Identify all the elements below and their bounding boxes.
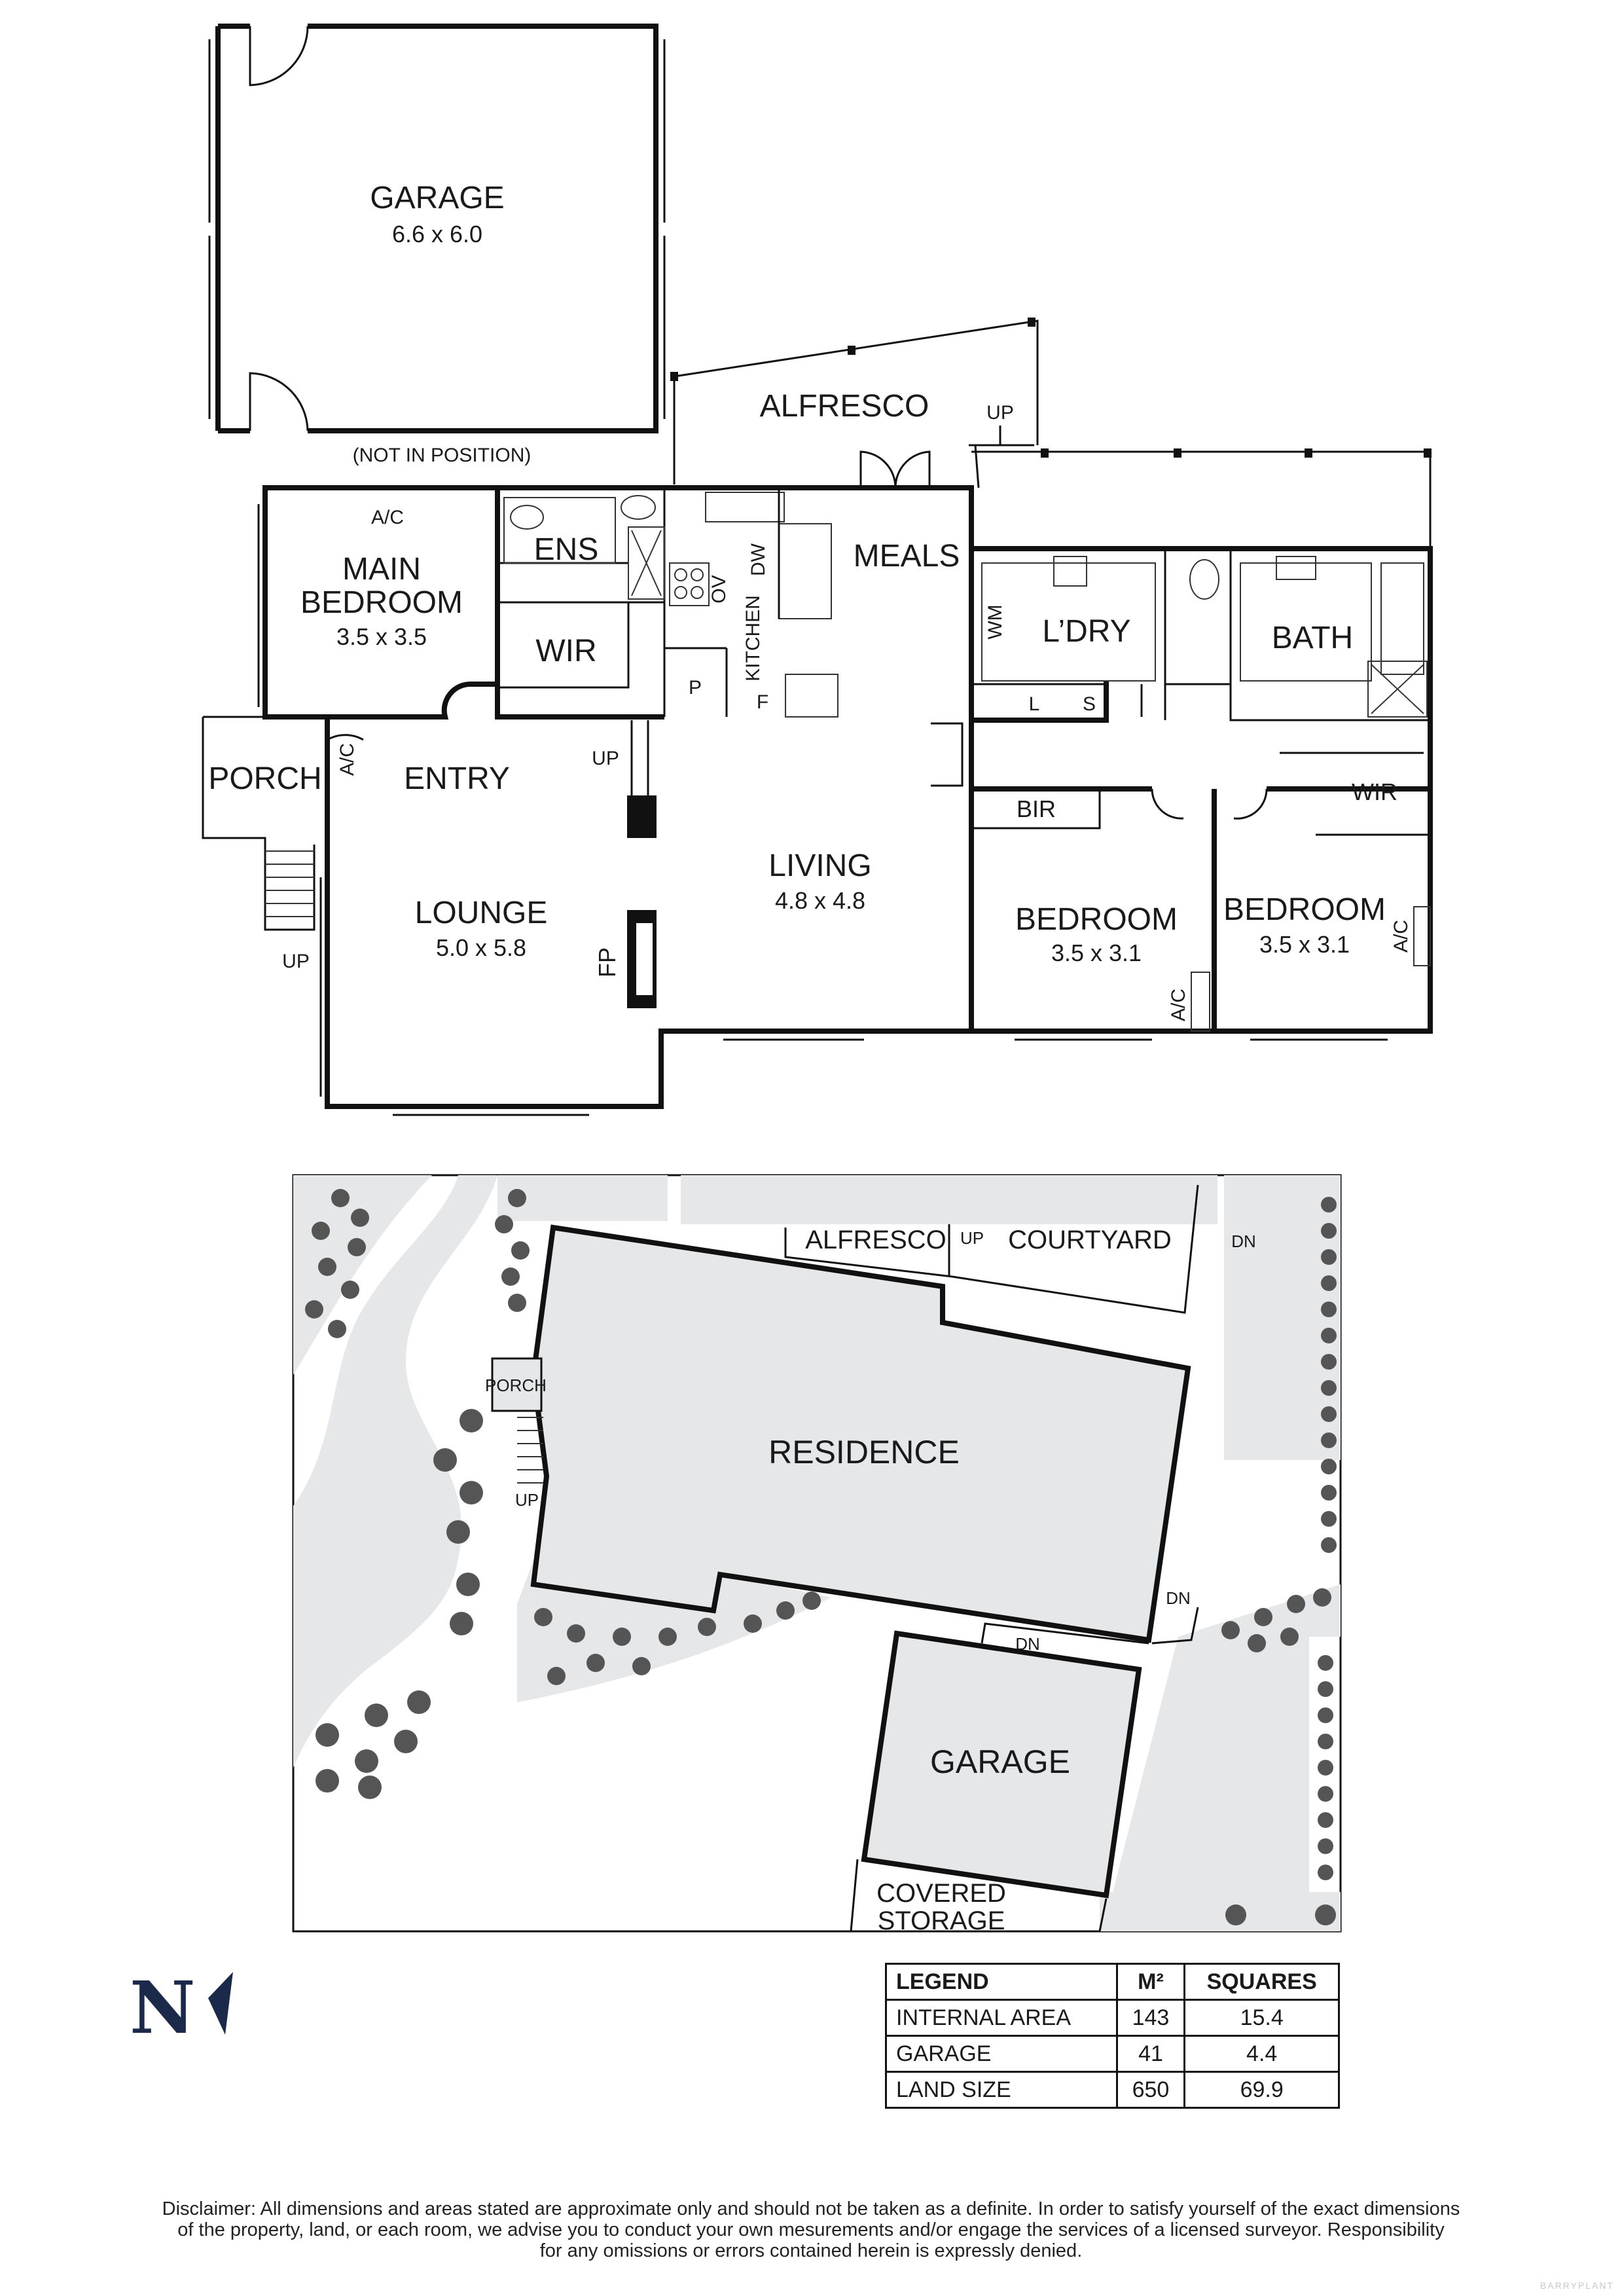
legend-row: GARAGE 41 4.4 bbox=[885, 2035, 1340, 2073]
site-alfresco-label: ALFRESCO bbox=[805, 1226, 946, 1254]
legend-cell-squares: 69.9 bbox=[1183, 2071, 1340, 2109]
watermark: BARRYPLANT bbox=[1540, 2280, 1614, 2291]
lounge-walls bbox=[202, 716, 657, 1116]
main-bedroom-dimension: 3.5 x 3.5 bbox=[336, 623, 427, 650]
bedroom3-ac-label: A/C bbox=[1390, 920, 1412, 953]
legend-row: LAND SIZE 650 69.9 bbox=[885, 2071, 1340, 2109]
disclaimer-line: of the property, land, or each room, we … bbox=[177, 2219, 1445, 2240]
main-bedroom-label-line1: MAIN bbox=[342, 552, 421, 587]
legend-cell-m2: 650 bbox=[1115, 2071, 1186, 2109]
site-porch bbox=[491, 1357, 543, 1412]
alfresco-label: ALFRESCO bbox=[760, 389, 929, 424]
washing-machine-label: WM bbox=[984, 604, 1006, 639]
legend-cell-squares: 15.4 bbox=[1183, 1999, 1340, 2037]
lounge-dimension: 5.0 x 5.8 bbox=[436, 934, 526, 961]
legend-cell-label: GARAGE bbox=[885, 2035, 1118, 2073]
area-legend-table: LEGEND M² SQUARES INTERNAL AREA 143 15.4… bbox=[885, 1963, 1340, 2109]
legend-header-label: LEGEND bbox=[885, 1963, 1118, 2001]
legend-cell-label: INTERNAL AREA bbox=[885, 1999, 1118, 2037]
site-trees bbox=[305, 1189, 1337, 1925]
oven-label: OV bbox=[708, 575, 730, 603]
north-letter: N bbox=[130, 1965, 196, 2050]
site-alfresco-up-label: UP bbox=[960, 1228, 984, 1248]
entry-label: ENTRY bbox=[404, 761, 510, 796]
disclaimer-line: for any omissions or errors contained he… bbox=[539, 2240, 1083, 2261]
legend-row: INTERNAL AREA 143 15.4 bbox=[885, 1999, 1340, 2037]
legend-cell-m2: 143 bbox=[1115, 1999, 1186, 2037]
fridge-label: F bbox=[757, 691, 768, 713]
legend-cell-label: LAND SIZE bbox=[885, 2071, 1118, 2109]
bedroom3-wir-label: WIR bbox=[1352, 778, 1397, 805]
legend-cell-m2: 41 bbox=[1115, 2035, 1186, 2073]
site-residence-label: RESIDENCE bbox=[768, 1434, 960, 1470]
kitchen-fixtures bbox=[664, 488, 838, 718]
linen-label: L bbox=[1029, 693, 1040, 715]
house-outer-walls bbox=[262, 485, 1433, 1109]
garden-west bbox=[293, 1175, 432, 1375]
bedroom3-dimension: 3.5 x 3.1 bbox=[1259, 931, 1350, 958]
bir-label: BIR bbox=[1017, 795, 1056, 822]
site-courtyard-label: COURTYARD bbox=[1008, 1226, 1172, 1254]
legend-header-m2: M² bbox=[1115, 1963, 1186, 2001]
covered-storage-label-line2: STORAGE bbox=[878, 1906, 1005, 1935]
porch-up-label: UP bbox=[282, 951, 310, 972]
entry-ac-label: A/C bbox=[336, 743, 358, 776]
meals-label: MEALS bbox=[854, 539, 960, 574]
fireplace-label: FP bbox=[594, 947, 621, 977]
site-garage-outline bbox=[861, 1630, 1142, 1899]
legend-cell-squares: 4.4 bbox=[1183, 2035, 1340, 2073]
kitchen-label: KITCHEN bbox=[742, 595, 764, 682]
bedroom2-label: BEDROOM bbox=[1015, 902, 1178, 937]
north-arrow-icon bbox=[208, 1972, 233, 2035]
disclaimer-line: Disclaimer: All dimensions and areas sta… bbox=[162, 2198, 1460, 2219]
main-bedroom-label-line2: BEDROOM bbox=[300, 585, 463, 620]
site-side-dn-label: DN bbox=[1166, 1588, 1191, 1608]
site-porch-label: PORCH bbox=[485, 1376, 547, 1395]
residence-outline bbox=[530, 1224, 1191, 1643]
laundry-label: L’DRY bbox=[1042, 614, 1130, 649]
site-garage-dn-label: DN bbox=[1015, 1634, 1040, 1654]
covered-storage-label-line1: COVERED bbox=[876, 1879, 1006, 1908]
main-wir-label: WIR bbox=[535, 634, 596, 668]
main-bedroom-ac-label: A/C bbox=[371, 507, 404, 528]
north-compass: N bbox=[130, 1972, 241, 2044]
living-dimension: 4.8 x 4.8 bbox=[775, 887, 865, 914]
dishwasher-label: DW bbox=[748, 543, 769, 576]
laundry-bath-walls bbox=[969, 549, 1430, 723]
site-courtyard-dn-label: DN bbox=[1231, 1231, 1256, 1251]
entry-up-label: UP bbox=[592, 748, 619, 769]
living-label: LIVING bbox=[768, 848, 871, 883]
floor-plan: GARAGE 6.6 x 6.0 (NOT IN POSITION) ALFRE… bbox=[202, 24, 1433, 1116]
alfresco-area bbox=[670, 318, 1039, 488]
legend-header-squares: SQUARES bbox=[1183, 1963, 1340, 2001]
disclaimer: Disclaimer: All dimensions and areas sta… bbox=[39, 2198, 1583, 2261]
bath-label: BATH bbox=[1272, 621, 1353, 655]
site-porch-up-label: UP bbox=[515, 1490, 539, 1510]
site-plan: ALFRESCO UP COURTYARD DN PORCH UP RESIDE… bbox=[292, 1174, 1342, 1935]
bedroom2-ac-label: A/C bbox=[1168, 989, 1189, 1021]
bedroom-walls bbox=[971, 752, 1431, 1041]
legend-header-row: LEGEND M² SQUARES bbox=[885, 1963, 1340, 2001]
lounge-label: LOUNGE bbox=[415, 896, 548, 930]
garage-label: GARAGE bbox=[370, 181, 504, 215]
not-in-position-note: (NOT IN POSITION) bbox=[353, 445, 532, 466]
storage-label: S bbox=[1083, 693, 1096, 715]
pantry-label: P bbox=[689, 677, 702, 699]
porch-label: PORCH bbox=[208, 761, 321, 796]
site-garage-label: GARAGE bbox=[930, 1743, 1070, 1780]
ensuite-label: ENS bbox=[534, 532, 599, 567]
bedroom3-label: BEDROOM bbox=[1223, 892, 1386, 927]
bedroom2-dimension: 3.5 x 3.1 bbox=[1051, 939, 1142, 966]
alfresco-up-label: UP bbox=[986, 402, 1014, 424]
garage-dimension: 6.6 x 6.0 bbox=[392, 221, 482, 247]
garage-room bbox=[208, 24, 666, 433]
main-bedroom-walls bbox=[257, 488, 666, 720]
